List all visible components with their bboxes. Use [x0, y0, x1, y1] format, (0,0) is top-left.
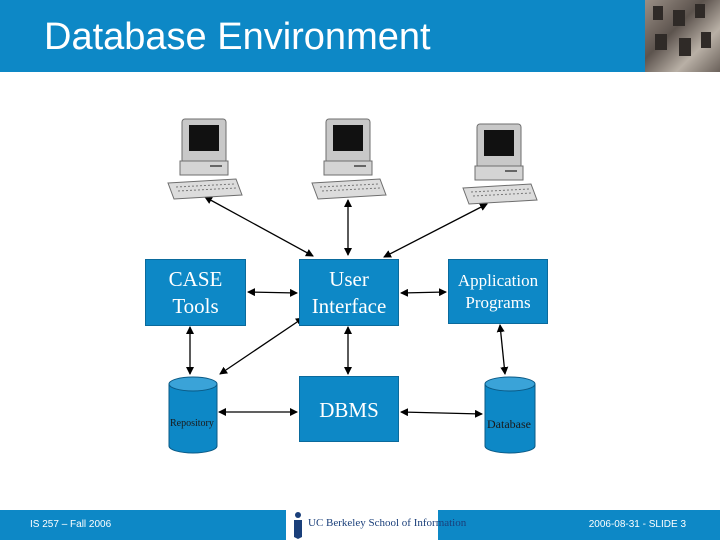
case-tools-node: CASE Tools	[145, 259, 246, 326]
repository-cylinder	[168, 376, 218, 454]
footer-slide-number: 2006-08-31 - SLIDE 3	[588, 519, 686, 530]
building-photo	[645, 0, 720, 72]
database-cylinder	[484, 376, 536, 454]
arrow-app-to-database	[496, 324, 509, 375]
arrow-ui-to-app	[400, 288, 447, 297]
application-programs-line1: Application	[457, 270, 539, 290]
user-interface-line2: Interface	[311, 293, 387, 318]
application-programs-node: Application Programs	[448, 259, 548, 324]
footer-course: IS 257 – Fall 2006	[30, 519, 112, 530]
dbms-node: DBMS	[299, 376, 399, 442]
arrow-case-to-ui	[247, 288, 298, 297]
repository-label: Repository	[170, 418, 214, 429]
arrow-right-workstation-to-ui	[383, 203, 488, 258]
arrow-ui-to-repository	[219, 317, 304, 375]
application-programs-line2: Programs	[465, 292, 531, 312]
slide-title: Database Environment	[44, 16, 431, 58]
arrow-dbms-to-database	[400, 408, 483, 418]
workstation-center-icon	[311, 118, 387, 200]
user-interface-node: User Interface	[299, 259, 399, 326]
ucb-logo: UC Berkeley School of Information	[286, 510, 466, 540]
case-tools-line1: CASE	[168, 266, 223, 291]
ischool-mark-icon	[294, 512, 302, 539]
dbms-label: DBMS	[319, 398, 379, 422]
title-bar: Database Environment	[0, 0, 720, 72]
case-tools-line2: Tools	[172, 293, 219, 318]
logo-text: UC Berkeley School of Information	[308, 517, 467, 529]
arrow-left-workstation-to-ui	[204, 196, 314, 257]
workstation-left-icon	[167, 118, 243, 200]
workstation-right-icon	[462, 123, 538, 205]
database-label: Database	[487, 417, 531, 431]
user-interface-line1: User	[329, 266, 369, 291]
